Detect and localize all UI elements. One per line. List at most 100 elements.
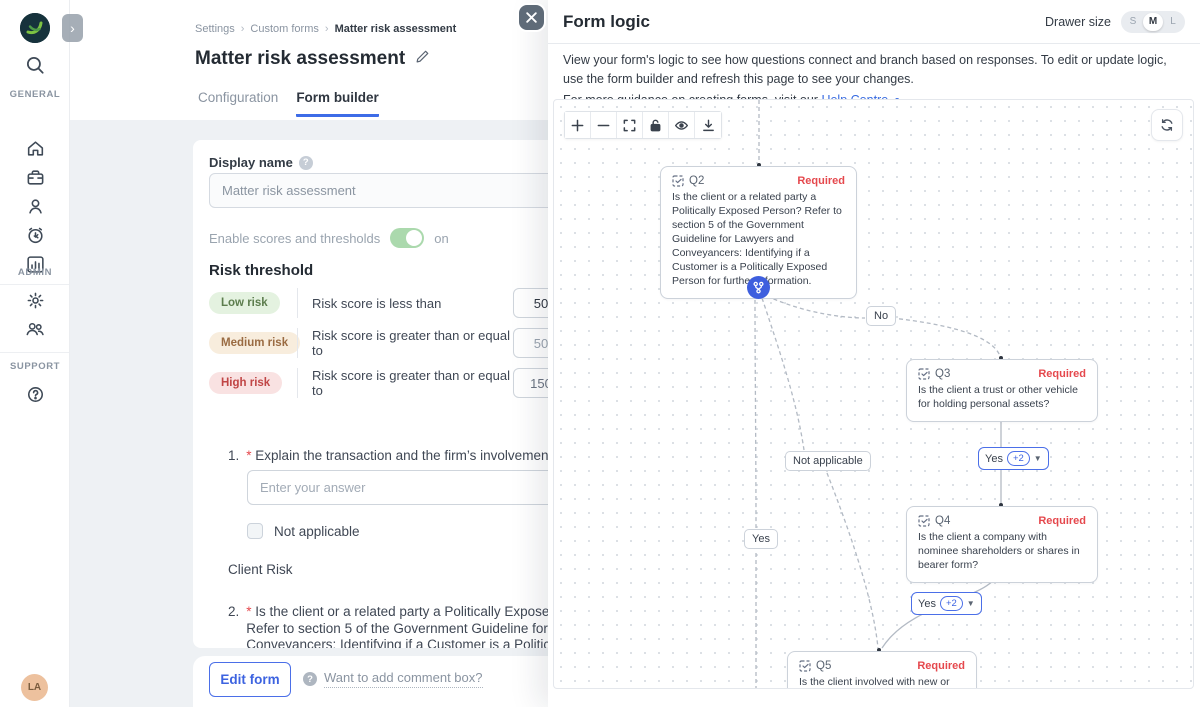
question-1-text: Explain the transaction and the firm’s i… [255,448,553,463]
reports-chart-icon[interactable] [0,252,70,276]
drawer-description: View your form's logic to see how questi… [563,53,1167,86]
chevron-down-icon: ▼ [1033,454,1042,464]
app-logo-icon[interactable] [20,13,50,43]
required-badge: Required [797,175,845,187]
question-node-q4[interactable]: Q4 Required Is the client a company with… [906,506,1098,583]
required-asterisk: * [246,448,252,463]
zoom-out-icon[interactable] [591,112,617,138]
edge-label-yes-plus2-q4[interactable]: Yes +2 ▼ [911,592,982,616]
required-badge: Required [1038,515,1086,527]
contacts-person-icon[interactable] [0,194,70,218]
question-2-number: 2. [228,604,240,619]
node-id: Q4 [935,515,951,527]
tab-bar: Configuration Form builder [198,90,379,117]
node-question-text: Is the client or a related party a Polit… [672,191,842,287]
score-badge: +2 [1006,451,1030,467]
not-applicable-checkbox[interactable] [247,523,263,539]
breadcrumb-separator: › [324,23,329,35]
chevron-down-icon: ▼ [966,599,975,609]
comment-help-icon: ? [303,672,317,686]
question-2: 2. * Is the client or a related party a … [228,604,573,648]
help-icon[interactable] [0,382,70,406]
home-icon[interactable] [0,136,70,160]
edge-label-not-applicable[interactable]: Not applicable [785,451,871,471]
fit-view-icon[interactable] [617,112,643,138]
client-risk-section-label: Client Risk [228,562,293,577]
close-icon[interactable] [517,3,546,32]
breadcrumb-custom-forms[interactable]: Custom forms [250,23,319,35]
refresh-icon[interactable] [1151,109,1183,141]
sidebar-divider [0,352,69,353]
display-name-input[interactable] [209,173,559,208]
question-type-icon [918,368,930,380]
question-type-icon [672,175,684,187]
sidebar: GENERAL ADMIN [0,0,70,707]
required-asterisk: * [246,604,252,619]
required-badge: Required [917,660,965,672]
comment-prompt-link[interactable]: Want to add comment box? [324,670,483,688]
drawer-size-label: Drawer size [1045,14,1111,29]
risk-row-high: High risk Risk score is greater than or … [209,368,569,398]
high-risk-condition: Risk score is greater than or equal to [312,368,510,398]
breadcrumb-current: Matter risk assessment [334,23,457,35]
users-group-icon[interactable] [0,317,70,341]
display-name-label: Display name [209,155,293,170]
question-2-text: Is the client or a related party a Polit… [246,604,573,648]
canvas-toolbar [564,111,722,139]
edge-label-yes-plus2-q3[interactable]: Yes +2 ▼ [978,447,1049,471]
settings-gear-icon[interactable] [0,288,70,312]
breadcrumb-separator: › [240,23,245,35]
drawer-size-s[interactable]: S [1129,16,1137,27]
drawer-title: Form logic [563,11,650,31]
risk-row-medium: Medium risk Risk score is greater than o… [209,328,569,358]
low-risk-badge: Low risk [209,292,280,314]
sidebar-section-support: SUPPORT [9,361,61,372]
toggle-state-label: on [434,230,449,246]
matters-briefcase-icon[interactable] [0,165,70,189]
question-type-icon [918,515,930,527]
risk-threshold-title: Risk threshold [209,262,314,279]
edge-label-no[interactable]: No [866,306,897,326]
edit-title-pencil-icon[interactable] [415,49,430,69]
user-avatar[interactable]: LA [21,674,48,701]
required-badge: Required [1038,368,1086,380]
drawer-size-control: S M L [1121,10,1185,33]
form-logic-canvas[interactable]: Q2 Required Is the client or a related p… [553,99,1194,689]
sidebar-divider [0,284,69,285]
drawer-size-m[interactable]: M [1143,12,1163,31]
question-1-number: 1. [228,448,240,463]
download-icon[interactable] [695,112,721,138]
lock-icon[interactable] [643,112,669,138]
time-clock-icon[interactable] [0,223,70,247]
edit-form-button[interactable]: Edit form [209,662,291,697]
visibility-eye-icon[interactable] [669,112,695,138]
edge-label-yes[interactable]: Yes [744,529,778,549]
drawer-size-l[interactable]: L [1170,16,1176,27]
node-id: Q5 [816,660,832,672]
high-risk-badge: High risk [209,372,283,394]
search-icon[interactable] [20,50,50,80]
risk-row-low: Low risk Risk score is less than [209,288,569,318]
medium-risk-badge: Medium risk [209,332,301,354]
sidebar-expand-chevron[interactable]: › [62,14,83,42]
sidebar-section-admin: ADMIN [17,267,53,278]
branch-icon[interactable] [747,276,770,299]
zoom-in-icon[interactable] [565,112,591,138]
node-id: Q2 [689,175,705,187]
display-name-help-icon[interactable]: ? [298,155,313,170]
breadcrumb-settings[interactable]: Settings [195,23,235,35]
question-1-answer-input[interactable] [247,470,573,505]
question-node-q5[interactable]: Q5 Required Is the client involved with … [787,651,977,688]
yes-label: Yes [918,597,936,610]
score-badge: +2 [939,596,963,612]
node-question-text: Is the client involved with new or devel… [799,676,950,688]
form-logic-drawer: Form logic Drawer size S M L View your f… [517,0,1200,707]
tab-form-builder[interactable]: Form builder [296,90,379,117]
enable-scores-label: Enable scores and thresholds [209,230,381,246]
not-applicable-row: Not applicable [247,523,360,539]
question-node-q2[interactable]: Q2 Required Is the client or a related p… [660,166,857,299]
question-node-q3[interactable]: Q3 Required Is the client a trust or oth… [906,359,1098,422]
enable-scores-toggle[interactable] [390,228,425,248]
form-builder-card: Display name ? Enable scores and thresho… [193,140,573,648]
tab-configuration[interactable]: Configuration [198,90,279,105]
